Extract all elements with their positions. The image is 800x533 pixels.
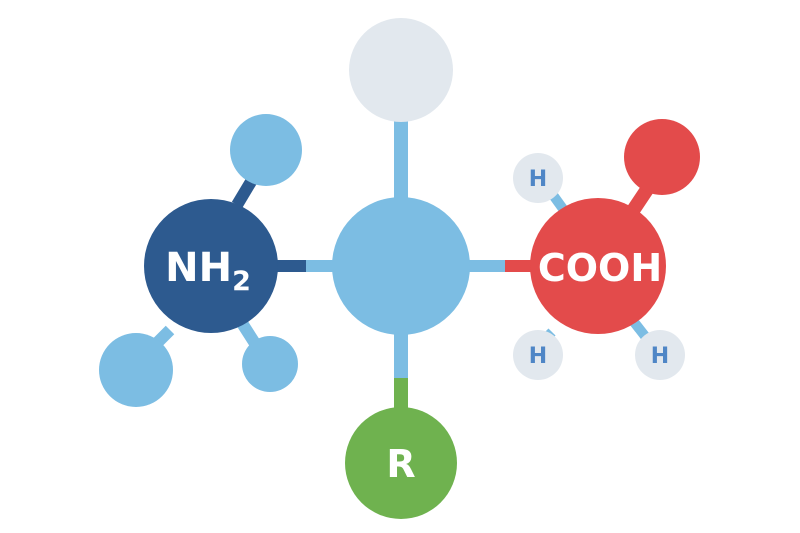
top-hydrogen-atom xyxy=(349,18,453,122)
amino-group-atom xyxy=(144,199,278,333)
amino-group-label: NH2 xyxy=(165,245,251,297)
atoms xyxy=(99,18,700,519)
carboxyl-hydrogen-bottom-right-label: H xyxy=(651,344,669,369)
side-chain-label: R xyxy=(386,442,415,486)
bond-amino-h-top xyxy=(231,176,258,209)
amino-hydrogen-left-atom xyxy=(99,333,173,407)
carboxyl-group-label: COOH xyxy=(538,246,662,290)
carboxyl-hydrogen-bottom-right-atom xyxy=(635,330,685,380)
carboxyl-oxygen-atom xyxy=(624,119,700,195)
carboxyl-hydrogen-top-atom xyxy=(513,153,563,203)
side-chain-atom xyxy=(345,407,457,519)
carboxyl-hydrogen-top-label: H xyxy=(529,167,547,192)
carboxyl-hydrogen-bottom-left-label: H xyxy=(529,344,547,369)
amino-group-label-subscript: 2 xyxy=(232,266,251,297)
amino-group-label-main: NH xyxy=(165,245,232,291)
carboxyl-hydrogen-bottom-left-atom xyxy=(513,330,563,380)
carboxyl-group-atom xyxy=(530,198,666,334)
amino-hydrogen-top-atom xyxy=(230,114,302,186)
central-carbon-atom xyxy=(332,197,470,335)
labels: NH2 COOH R H H H xyxy=(165,167,669,486)
amino-hydrogen-right-atom xyxy=(242,336,298,392)
